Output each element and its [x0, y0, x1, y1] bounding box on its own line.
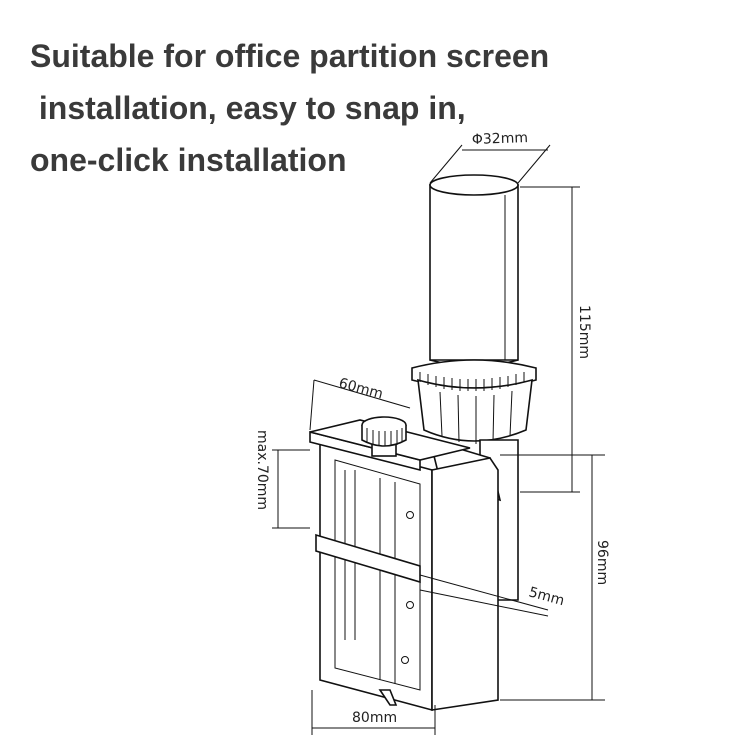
knob [361, 416, 407, 457]
overall-height-label: 96mm [594, 540, 610, 585]
headline-line-2: installation, easy to snap in, [30, 90, 466, 126]
pole-height-label: 115mm [576, 305, 592, 359]
collar [411, 359, 537, 444]
headline: Suitable for office partition screen ins… [30, 30, 630, 186]
pole [429, 174, 519, 367]
diameter-label: Φ32mm [472, 130, 529, 148]
headline-line-3: one-click installation [30, 142, 347, 178]
clamp-depth-label: 60mm [337, 375, 385, 402]
dimension-lines [272, 144, 605, 735]
headline-line-1: Suitable for office partition screen [30, 38, 550, 74]
max-opening-label: max.70mm [254, 430, 270, 510]
clamp-body [309, 419, 499, 712]
base-width-label: 80mm [352, 710, 397, 726]
